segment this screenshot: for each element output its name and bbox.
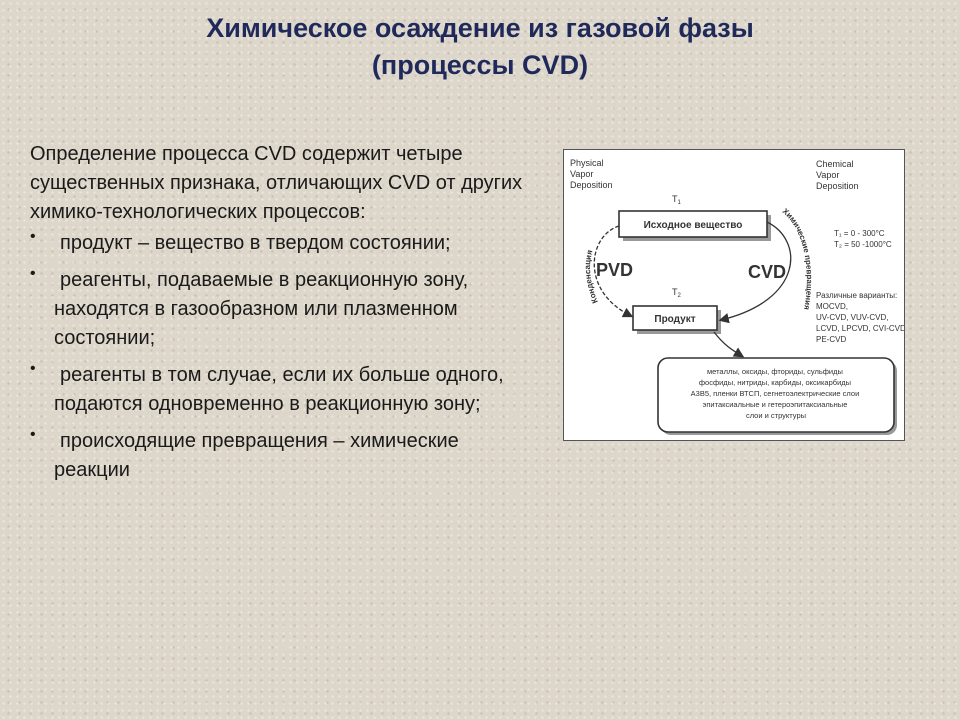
- cvd-caption-line: Vapor: [816, 170, 839, 180]
- cvd-diagram-figure: Physical Vapor Deposition Chemical Vapor…: [563, 149, 905, 441]
- list-item: • реагенты, подаваемые в реакционную зону…: [30, 265, 530, 353]
- temperature-line: T₂ = 50 -1000°C: [834, 240, 892, 249]
- pvd-arrow: [593, 225, 634, 318]
- t2-label: T2: [672, 287, 682, 299]
- chem-transform-label: Химические превращения: [781, 207, 814, 311]
- materials-line: металлы, оксиды, фториды, сульфиды: [707, 367, 843, 376]
- list-item-text: происходящие превращения – химические ре…: [54, 430, 459, 481]
- cvd-diagram: Physical Vapor Deposition Chemical Vapor…: [570, 158, 904, 435]
- bullet-icon: •: [30, 360, 36, 377]
- materials-list: металлы, оксиды, фториды, сульфиды фосфи…: [691, 367, 862, 420]
- list-item: • продукт – вещество в твердом состоянии;: [30, 228, 530, 258]
- list-item-text: реагенты, подаваемые в реакционную зону,…: [54, 269, 469, 349]
- source-box: [618, 210, 768, 238]
- bullet-list: • продукт – вещество в твердом состоянии;…: [30, 228, 530, 485]
- product-arrow: [713, 331, 745, 358]
- source-box-label: Исходное вещество: [644, 220, 743, 231]
- variants-line: LCVD, LPCVD, CVI-CVD,: [816, 324, 904, 333]
- materials-line: эпитаксиальные и гетероэпитаксиальные: [703, 400, 848, 409]
- slide-title: Химическое осаждение из газовой фазы (пр…: [0, 10, 960, 84]
- product-box-label: Продукт: [654, 314, 695, 325]
- pvd-caption-line: Deposition: [570, 180, 613, 190]
- intro-paragraph: Определение процесса CVD содержит четыре…: [30, 143, 523, 223]
- pvd-caption-line: Vapor: [570, 169, 593, 179]
- cvd-caption-line: Deposition: [816, 181, 859, 191]
- product-box: [632, 305, 718, 331]
- variants-line: MOCVD,: [816, 302, 848, 311]
- variants-list: Различные варианты: MOCVD, UV-CVD, VUV-C…: [816, 291, 904, 344]
- pvd-caption: Physical Vapor Deposition: [570, 158, 613, 190]
- cvd-arrow: [718, 221, 792, 324]
- list-item: • происходящие превращения – химические р…: [30, 426, 530, 485]
- pvd-caption-line: Physical: [570, 158, 604, 168]
- bullet-icon: •: [30, 228, 36, 245]
- materials-line: слои и структуры: [746, 411, 806, 420]
- materials-box: [657, 357, 895, 433]
- list-item-text: продукт – вещество в твердом состоянии;: [60, 232, 451, 254]
- cvd-label: CVD: [748, 262, 786, 282]
- temperature-line: T₁ = 0 - 300°C: [834, 229, 885, 238]
- t1-label: T1: [672, 194, 682, 206]
- title-line-2: (процессы CVD): [371, 50, 589, 80]
- variants-line: PE-CVD: [816, 335, 846, 344]
- list-item: • реагенты в том случае, если их больше о…: [30, 360, 530, 419]
- cvd-caption-line: Chemical: [816, 159, 854, 169]
- variants-line: UV-CVD, VUV-CVD,: [816, 313, 888, 322]
- title-line-1: Химическое осаждение из газовой фазы: [206, 13, 754, 43]
- body-text: Определение процесса CVD содержит четыре…: [30, 140, 530, 493]
- materials-line: фосфиды, нитриды, карбиды, оксикарбиды: [699, 378, 851, 387]
- materials-line: A3B5, пленки ВТСП, сегнетоэлектрические …: [691, 389, 860, 398]
- bullet-icon: •: [30, 426, 36, 443]
- cvd-caption: Chemical Vapor Deposition: [816, 159, 859, 191]
- variants-line: Различные варианты:: [816, 291, 897, 300]
- temperature-ranges: T₁ = 0 - 300°C T₂ = 50 -1000°C: [834, 229, 892, 249]
- list-item-text: реагенты в том случае, если их больше од…: [54, 364, 504, 415]
- bullet-icon: •: [30, 265, 36, 282]
- pvd-label: PVD: [596, 260, 633, 280]
